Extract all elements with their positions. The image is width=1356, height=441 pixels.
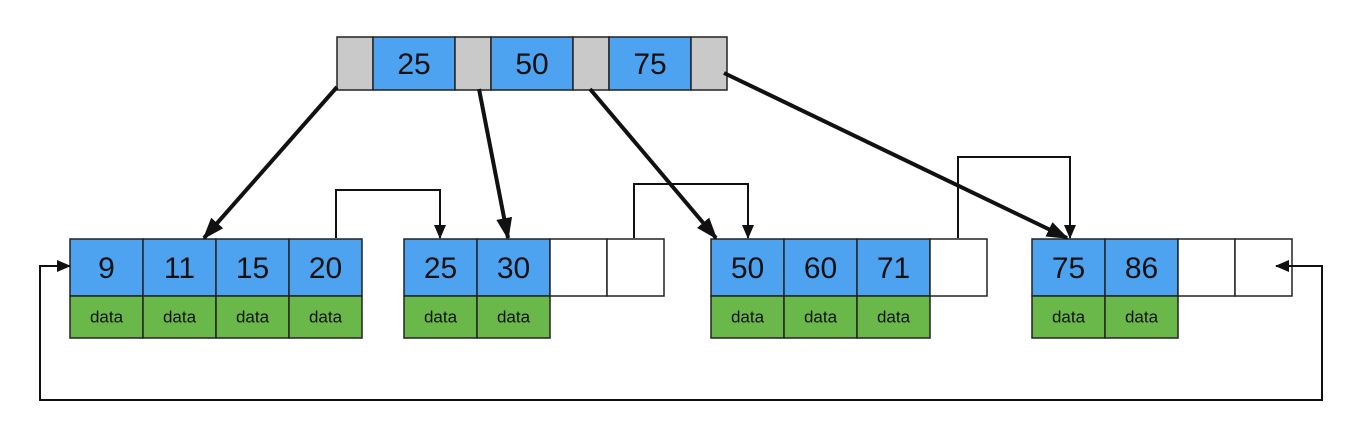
leaf-nodes: 9 data 11 data 15 data 20 data 25 data 30 data 50 dat… — [69, 238, 1293, 339]
leaf-key-cell — [710, 238, 785, 297]
leaf-key-cell — [1031, 238, 1106, 297]
root-pointer-slot — [454, 36, 492, 91]
leaf-data-label: data — [236, 308, 270, 327]
child-pointer-1 — [202, 85, 339, 240]
leaf-data-cell — [1031, 295, 1106, 339]
leaf-node: 25 data 30 data — [403, 238, 665, 339]
sibling-pointers — [39, 156, 1323, 401]
leaf-key-cell — [856, 238, 931, 297]
wraparound-pointer-left — [39, 260, 71, 300]
leaf-node: 75 data 86 data — [1031, 238, 1293, 339]
leaf-data-cell — [288, 295, 363, 339]
leaf-data-cell — [142, 295, 217, 339]
leaf-data-cell — [783, 295, 858, 339]
leaf-data-cell — [710, 295, 785, 339]
leaf-key-label: 60 — [804, 252, 837, 285]
leaf-data-label: data — [497, 308, 531, 327]
leaf-data-label: data — [1125, 308, 1159, 327]
wraparound-pointer-right — [39, 260, 1323, 401]
leaf-key-label: 30 — [497, 252, 530, 285]
leaf-key-label: 15 — [236, 252, 269, 285]
sibling-pointer-1 — [335, 189, 446, 239]
root-pointer-slot — [572, 36, 610, 91]
leaf-data-cell — [856, 295, 931, 339]
root-node: 25 50 75 — [336, 36, 728, 91]
leaf-key-cell — [288, 238, 363, 297]
leaf-data-cell — [69, 295, 144, 339]
sibling-pointer-3 — [957, 156, 1076, 239]
leaf-key-cell — [142, 238, 217, 297]
leaf-empty-slot — [606, 238, 665, 297]
leaf-empty-slot — [929, 238, 988, 297]
sibling-pointer-2 — [633, 183, 754, 239]
leaf-node: 9 data 11 data 15 data 20 data — [69, 238, 363, 339]
leaf-data-cell — [476, 295, 551, 339]
child-pointer-2 — [477, 88, 513, 240]
leaf-data-cell — [403, 295, 478, 339]
leaf-node: 50 data 60 data 71 data — [710, 238, 988, 339]
leaf-key-label: 50 — [731, 252, 764, 285]
leaf-key-cell — [783, 238, 858, 297]
leaf-key-cell — [476, 238, 551, 297]
child-pointers — [202, 71, 1069, 240]
leaf-key-cell — [403, 238, 478, 297]
leaf-data-label: data — [1052, 308, 1086, 327]
leaf-key-label: 25 — [424, 252, 457, 285]
leaf-key-cell — [215, 238, 290, 297]
leaf-data-label: data — [877, 308, 911, 327]
leaf-data-label: data — [309, 308, 343, 327]
root-pointer-slot — [336, 36, 374, 91]
leaf-data-label: data — [424, 308, 458, 327]
leaf-data-label: data — [90, 308, 124, 327]
root-key-cell — [608, 36, 692, 91]
leaf-data-label: data — [163, 308, 197, 327]
leaf-key-label: 9 — [98, 252, 115, 285]
leaf-data-cell — [1104, 295, 1179, 339]
root-key-label: 50 — [515, 48, 548, 81]
root-pointer-slot — [690, 36, 728, 91]
leaf-key-label: 75 — [1052, 252, 1085, 285]
child-pointer-3 — [588, 87, 718, 240]
leaf-key-label: 86 — [1125, 252, 1158, 285]
leaf-empty-slot — [1234, 238, 1293, 297]
root-key-label: 75 — [633, 48, 666, 81]
leaf-empty-slot — [549, 238, 608, 297]
root-key-cell — [372, 36, 456, 91]
leaf-data-cell — [215, 295, 290, 339]
child-pointer-4 — [723, 71, 1069, 240]
root-key-cell — [490, 36, 574, 91]
leaf-key-label: 20 — [309, 252, 342, 285]
leaf-key-label: 71 — [877, 252, 910, 285]
leaf-data-label: data — [731, 308, 765, 327]
root-key-label: 25 — [397, 48, 430, 81]
leaf-empty-slot — [1177, 238, 1236, 297]
leaf-data-label: data — [804, 308, 838, 327]
leaf-key-label: 11 — [164, 252, 195, 285]
